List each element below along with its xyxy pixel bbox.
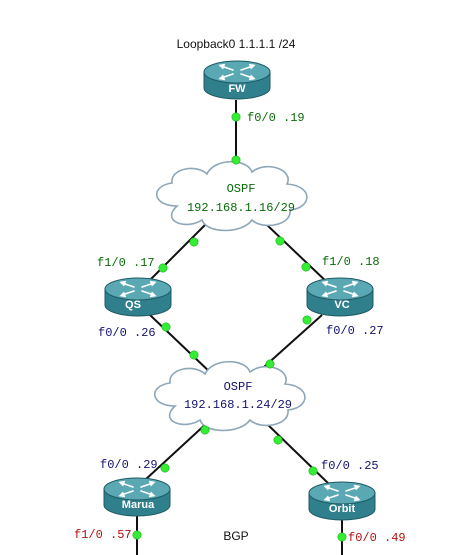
port-dot-ospf-bottom-orbit <box>273 435 283 445</box>
port-dot-vc-f00 <box>302 315 312 325</box>
port-dot-qs-f10 <box>158 263 168 273</box>
cloud-bottom-network: 192.168.1.24/29 <box>184 398 292 412</box>
cloud-top-protocol: OSPF <box>227 182 256 196</box>
port-dot-ospf-top-qs <box>189 237 199 247</box>
link-ospf-bottom-marua <box>144 421 209 481</box>
router-label-qs: QS <box>125 299 141 311</box>
router-label-marua: Marua <box>122 499 155 511</box>
cloud-ospf-bottom[interactable] <box>153 360 306 432</box>
port-dot-fw-f00 <box>231 112 241 122</box>
link-qs-ospf-bottom <box>149 314 214 376</box>
iface-qs-f10: f1/0 .17 <box>97 256 155 270</box>
iface-qs-f00: f0/0 .26 <box>98 326 156 340</box>
port-dot-marua-f10 <box>132 530 142 540</box>
port-dot-ospf-bottom-marua <box>200 425 210 435</box>
iface-orbit-f00: f0/0 .25 <box>321 459 379 473</box>
cloud-ospf-top[interactable] <box>155 160 308 232</box>
link-ospf-top-qs <box>144 224 206 286</box>
iface-vc-f10: f1/0 .18 <box>322 255 380 269</box>
bgp-label: BGP <box>223 529 248 543</box>
port-dot-ospf-bottom-vc <box>265 359 275 369</box>
port-dot-qs-f00 <box>161 322 171 332</box>
link-ospf-top-vc <box>266 224 331 286</box>
port-dot-ospf-bottom-qs <box>189 350 199 360</box>
port-dot-ospf-top-fw <box>231 155 241 165</box>
port-dot-ospf-top-vc <box>275 236 285 246</box>
port-dot-marua-f00 <box>160 463 170 473</box>
router-label-fw: FW <box>228 83 246 95</box>
port-dot-orbit-f00 <box>308 466 318 476</box>
iface-vc-f00: f0/0 .27 <box>326 324 384 338</box>
iface-marua-f10: f1/0 .57 <box>74 528 132 542</box>
iface-orbit-f00-bgp: f0/0 .49 <box>348 531 406 545</box>
cloud-bottom-protocol: OSPF <box>224 380 253 394</box>
link-ospf-bottom-orbit <box>264 421 331 486</box>
iface-fw-f00: f0/0 .19 <box>247 111 305 125</box>
iface-marua-f00: f0/0 .29 <box>100 458 158 472</box>
port-dot-vc-f10 <box>301 262 311 272</box>
router-label-vc: VC <box>334 299 349 311</box>
router-label-orbit: Orbit <box>329 503 356 515</box>
fw-loopback-label: Loopback0 1.1.1.1 /24 <box>177 37 296 51</box>
cloud-top-network: 192.168.1.16/29 <box>187 201 295 215</box>
port-dot-orbit-f00-bgp <box>337 532 347 542</box>
